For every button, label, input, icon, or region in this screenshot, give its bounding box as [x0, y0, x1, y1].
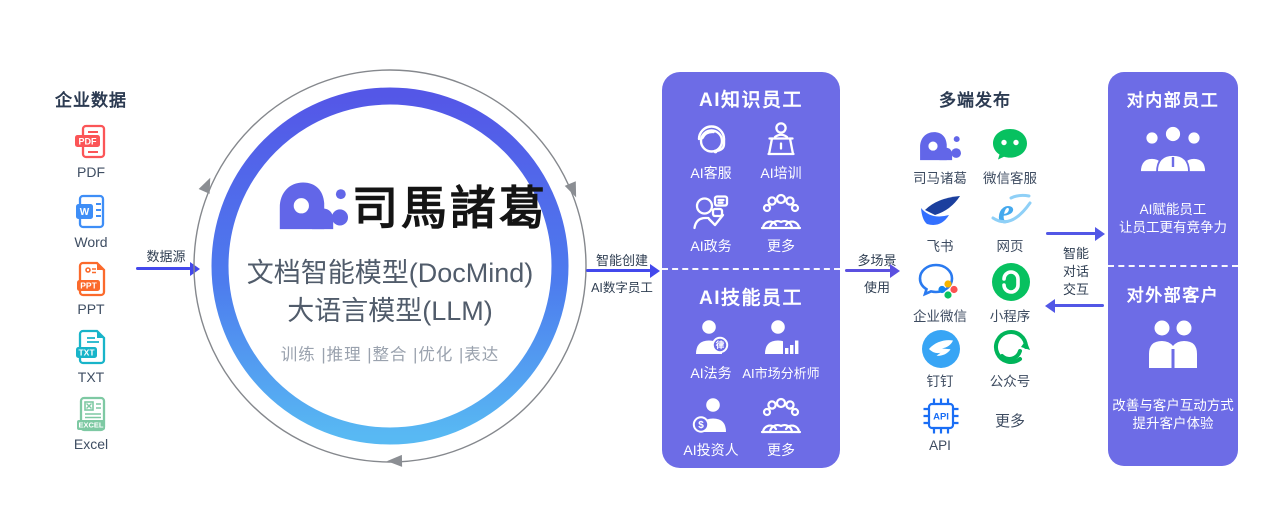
publish-title: 多端发布: [939, 91, 1011, 110]
feishu-label: 飞书: [926, 239, 954, 254]
pdf-label: PDF: [77, 164, 105, 180]
dingtalk-icon: [922, 330, 960, 368]
skill-panel-title: AI技能员工: [698, 288, 803, 309]
ai-customer-service-label: AI客服: [690, 165, 732, 181]
api-chip-icon: API: [923, 398, 959, 434]
external-line-1: 改善与客户互动方式: [1112, 398, 1234, 413]
pdf-file-icon: PDF: [75, 124, 106, 159]
more-employees-icon: [760, 193, 802, 230]
create-label-1: 智能创建: [595, 253, 648, 268]
panel-divider-dashed: [662, 268, 840, 270]
word-label: Word: [74, 234, 108, 250]
interact-word-3: 交互: [1062, 282, 1089, 297]
api-label: API: [929, 438, 951, 453]
official-account-icon: [994, 330, 1030, 364]
orbit-arrow-bottom-icon: [387, 454, 403, 467]
ai-employees-panel: AI知识员工 AI客服 AI培训: [662, 72, 840, 468]
internal-line-1: AI赋能员工: [1139, 202, 1207, 217]
wecom-icon: [918, 263, 958, 299]
ai-civic-affairs-icon: [693, 195, 729, 230]
internal-panel-title: 对内部员工: [1126, 91, 1220, 110]
orbit-arrow-left-icon: [198, 177, 211, 194]
external-panel-title: 对外部客户: [1126, 286, 1220, 305]
pdf-badge-text: PDF: [79, 136, 98, 146]
external-line-2: 提升客户体验: [1132, 416, 1214, 431]
mini-program-icon: [992, 263, 1030, 301]
ai-civic-affairs-label: AI政务: [690, 238, 732, 254]
wechat-service-icon: [993, 129, 1027, 160]
interact-word-2: 对话: [1062, 264, 1089, 279]
more-skill-employees-icon: [760, 397, 802, 434]
ppt-label: PPT: [77, 301, 105, 317]
internal-line-2: 让员工更有竞争力: [1119, 220, 1227, 235]
ai-investor-icon: $: [692, 398, 726, 433]
txt-badge-text: TXT: [78, 348, 95, 358]
ai-training-label: AI培训: [760, 165, 802, 181]
interact-arrow-right: [1046, 226, 1105, 241]
investor-badge-text: $: [698, 420, 704, 431]
scene-label-2: 使用: [863, 280, 890, 295]
feishu-icon: [921, 196, 960, 225]
internal-employees-icon: [1139, 125, 1207, 172]
external-customers-icon: [1149, 320, 1197, 368]
rotation-arrowheads: [198, 177, 577, 467]
scene-label-1: 多场景: [857, 253, 897, 268]
word-badge-text: W: [80, 207, 90, 218]
gradient-ring: [211, 87, 569, 445]
more-knowledge-label: 更多: [767, 238, 795, 254]
ai-training-icon: [767, 122, 795, 156]
sima-zhuge-channel-icon: [920, 132, 961, 161]
data-source-label: 数据源: [146, 249, 186, 264]
web-browser-icon: e: [991, 191, 1032, 231]
excel-badge-text: EXCEL: [78, 421, 103, 430]
model-line-docmind: 文档智能模型(DocMind): [246, 258, 534, 288]
knowledge-panel-title: AI知识员工: [698, 90, 803, 111]
ai-investor-label: AI投资人: [683, 442, 739, 458]
brand-name: 司馬諸葛: [352, 183, 548, 234]
interact-arrow-left: [1045, 298, 1104, 313]
txt-file-icon: TXT: [76, 329, 106, 365]
excel-label: Excel: [73, 436, 109, 452]
ai-legal-label: AI法务: [690, 365, 732, 381]
ai-legal-icon: 律: [696, 320, 729, 354]
dingtalk-label: 钉钉: [926, 374, 954, 389]
legal-badge-text: 律: [716, 340, 725, 350]
core-circle: [193, 69, 587, 467]
interact-word-1: 智能: [1062, 246, 1089, 261]
data-source-arrow: [136, 261, 200, 276]
enterprise-data-title: 企业数据: [55, 91, 127, 110]
sima-channel-label: 司马诸葛: [913, 171, 967, 186]
txt-label: TXT: [77, 369, 105, 385]
scene-arrow: [845, 263, 900, 278]
ai-customer-service-icon: [697, 125, 726, 154]
capabilities-line: 训练 |推理 |整合 |优化 |表达: [280, 346, 500, 364]
ai-market-analyst-icon: [765, 320, 800, 355]
more-skill-label: 更多: [767, 442, 795, 458]
web-label: 网页: [996, 239, 1024, 254]
sima-zhuge-logo-icon: [279, 182, 348, 230]
ppt-file-icon: PPT: [77, 261, 106, 297]
mini-program-label: 小程序: [989, 309, 1031, 324]
wechat-service-label: 微信客服: [983, 171, 1037, 186]
api-chip-text: API: [933, 412, 949, 423]
model-line-llm: 大语言模型(LLM): [287, 296, 493, 326]
publish-more-label: 更多: [994, 413, 1025, 430]
official-account-label: 公众号: [989, 374, 1031, 389]
create-arrow: [586, 263, 660, 278]
ppt-badge-text: PPT: [80, 281, 97, 291]
audience-panel: 对内部员工 AI赋能员工 让员工更有竞争力 对外部客户 改善: [1108, 72, 1238, 466]
excel-file-icon: EXCEL: [77, 396, 106, 432]
orbit-arrow-right-icon: [564, 181, 577, 198]
wecom-label: 企业微信: [913, 309, 967, 324]
word-file-icon: W: [76, 194, 105, 229]
create-label-2: AI数字员工: [591, 281, 653, 295]
audience-panel-divider: [1108, 265, 1238, 267]
ai-market-analyst-label: AI市场分析师: [742, 366, 820, 381]
